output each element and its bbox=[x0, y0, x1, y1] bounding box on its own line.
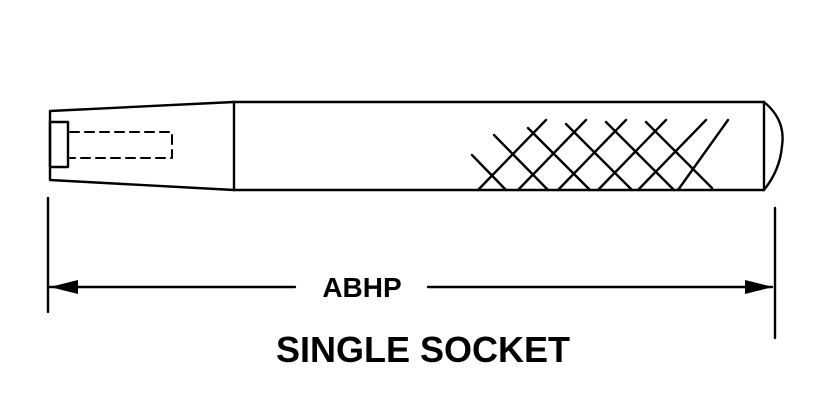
knurl-line bbox=[604, 120, 676, 192]
knurl-line bbox=[644, 120, 714, 190]
shaft-rounded-tip bbox=[762, 100, 784, 192]
length-dimension: ABHP bbox=[46, 196, 777, 340]
socket-end bbox=[48, 100, 236, 192]
socket-opening bbox=[48, 120, 70, 169]
arrowhead-right bbox=[745, 280, 773, 294]
socket-taper-outline bbox=[48, 100, 236, 192]
arrowhead-left bbox=[50, 280, 78, 294]
socket-hidden-bore bbox=[69, 131, 173, 159]
knurl-line bbox=[636, 118, 708, 192]
knurl-line bbox=[492, 133, 550, 192]
knurl-line bbox=[516, 118, 588, 192]
drawing-caption: SINGLE SOCKET bbox=[276, 329, 570, 370]
dimension-label: ABHP bbox=[322, 272, 401, 303]
knurl-line bbox=[526, 126, 592, 192]
knurl-line bbox=[676, 118, 730, 192]
shaft-body bbox=[232, 100, 784, 192]
knurl-line bbox=[564, 122, 634, 192]
knurl-pattern bbox=[470, 118, 730, 192]
knurl-line bbox=[470, 153, 508, 192]
